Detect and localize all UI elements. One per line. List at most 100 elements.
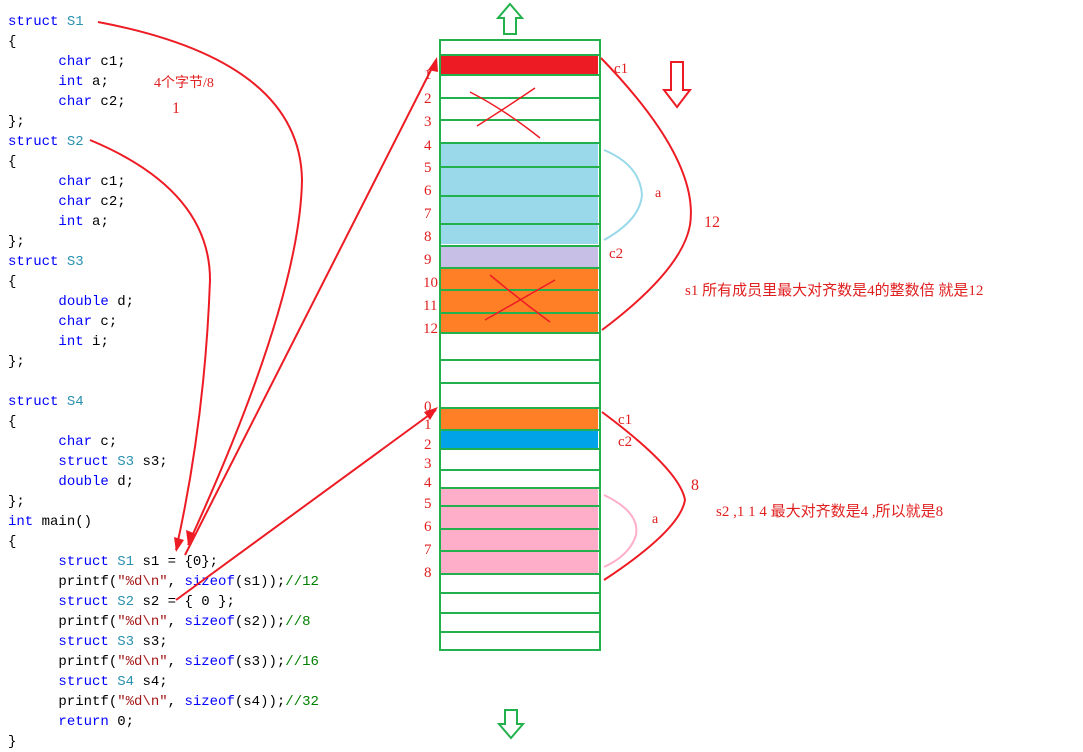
code-token: int	[58, 214, 84, 230]
code-token: c;	[92, 434, 118, 450]
code-line: {	[8, 412, 319, 432]
s2-byte-index: 0	[424, 399, 432, 415]
s1-explanation: s1 所有成员里最大对齐数是4的整数倍 就是12	[685, 283, 984, 299]
code-line: printf("%d\n", sizeof(s3));//16	[8, 652, 319, 672]
s2-explanation: s2 ,1 1 4 最大对齐数是4 ,所以就是8	[716, 504, 944, 520]
code-token: ,	[167, 574, 185, 590]
code-token: char	[58, 194, 93, 210]
code-token: char	[58, 434, 93, 450]
s1-byte-index: 4	[424, 138, 432, 154]
s1-padding-cross-bottom	[484, 274, 556, 323]
s2-byte-index: 2	[424, 437, 432, 453]
code-token: printf(	[8, 574, 118, 590]
code-line: struct S1	[8, 12, 319, 32]
code-line: printf("%d\n", sizeof(s4));//32	[8, 692, 319, 712]
code-line: struct S3 s3;	[8, 632, 319, 652]
code-line: struct S4 s4;	[8, 672, 319, 692]
s1-byte-index: 5	[424, 160, 432, 176]
s2-byte-index: 6	[424, 519, 432, 535]
code-token: s1 = {0};	[134, 554, 219, 570]
code-line: };	[8, 232, 319, 252]
code-token: return	[58, 714, 109, 730]
s1-size-brace	[600, 57, 692, 331]
code-token: c2;	[92, 194, 126, 210]
arrow-down-icon	[496, 709, 526, 740]
s1-cell-a	[441, 144, 598, 244]
code-token: S2	[117, 594, 135, 610]
code-token: char	[58, 314, 93, 330]
code-token: s3;	[134, 634, 168, 650]
s2-cell-c2	[441, 431, 598, 449]
s1-a-label: a	[655, 186, 662, 201]
code-token: //32	[285, 694, 319, 710]
code-line: char c1;	[8, 172, 319, 192]
code-token: i;	[83, 334, 109, 350]
arrow-up-icon	[495, 2, 525, 35]
code-token: 0;	[108, 714, 135, 730]
s2-cell-a	[441, 488, 598, 574]
code-token: struct	[8, 254, 59, 270]
s2-byte-index: 3	[424, 456, 432, 472]
code-token: int	[58, 334, 84, 350]
code-token: struct	[58, 454, 109, 470]
code-token: sizeof	[184, 574, 235, 590]
code-token: //8	[285, 614, 311, 630]
bytes-note: 4个字节/8	[154, 76, 214, 91]
code-line: struct S3 s3;	[8, 452, 319, 472]
code-line: int a;	[8, 212, 319, 232]
code-token: S3	[117, 634, 135, 650]
code-token: "%d\n"	[117, 694, 168, 710]
s1-byte-index: 12	[423, 321, 438, 337]
s1-byte-index: 2	[424, 91, 432, 107]
code-token: s2 = { 0 };	[134, 594, 235, 610]
code-line: struct S4	[8, 392, 319, 412]
code-token: (s2));	[234, 614, 286, 630]
code-line: return 0;	[8, 712, 319, 732]
code-token: "%d\n"	[117, 574, 168, 590]
s1-byte-index: 11	[423, 298, 438, 314]
code-line: char c;	[8, 432, 319, 452]
code-token: {	[8, 414, 17, 430]
code-token: };	[8, 234, 25, 250]
code-token: int	[58, 74, 84, 90]
code-token: ,	[167, 614, 185, 630]
code-token: s4;	[134, 674, 168, 690]
code-token: main()	[33, 514, 93, 530]
code-token: {	[8, 534, 17, 550]
code-line: struct S2	[8, 132, 319, 152]
code-token: char	[58, 174, 93, 190]
code-token: a;	[83, 74, 109, 90]
code-line: {	[8, 532, 319, 552]
s1-c2-label: c2	[609, 246, 624, 262]
code-line: }	[8, 732, 319, 752]
code-line: printf("%d\n", sizeof(s1));//12	[8, 572, 319, 592]
code-line: {	[8, 272, 319, 292]
s1-a-brace	[603, 149, 644, 241]
code-token: sizeof	[184, 614, 235, 630]
code-token: S4	[66, 394, 84, 410]
code-token: struct	[58, 554, 109, 570]
code-token: S2	[66, 134, 84, 150]
code-line: int main()	[8, 512, 319, 532]
s2-byte-index: 4	[424, 475, 432, 491]
code-line: };	[8, 492, 319, 512]
code-token: c2;	[92, 94, 126, 110]
s2-byte-index: 1	[424, 417, 432, 433]
s2-c1-label: c1	[618, 412, 633, 428]
code-line: };	[8, 112, 319, 132]
arrowheads	[174, 57, 438, 552]
s2-a-brace	[603, 494, 638, 568]
code-line: char c1;	[8, 52, 319, 72]
code-token: //16	[285, 654, 319, 670]
s1-byte-index: 8	[424, 229, 432, 245]
s2-size-brace	[601, 411, 687, 581]
s1-size-label: 12	[704, 214, 720, 231]
code-token: sizeof	[184, 694, 235, 710]
s1-byte-index: 3	[424, 114, 432, 130]
s1-padding-cross-top	[469, 87, 541, 139]
code-token: (s1));	[234, 574, 286, 590]
s2-byte-index: 7	[424, 542, 432, 558]
s1-cell-c2	[441, 246, 598, 268]
code-token: char	[58, 54, 93, 70]
